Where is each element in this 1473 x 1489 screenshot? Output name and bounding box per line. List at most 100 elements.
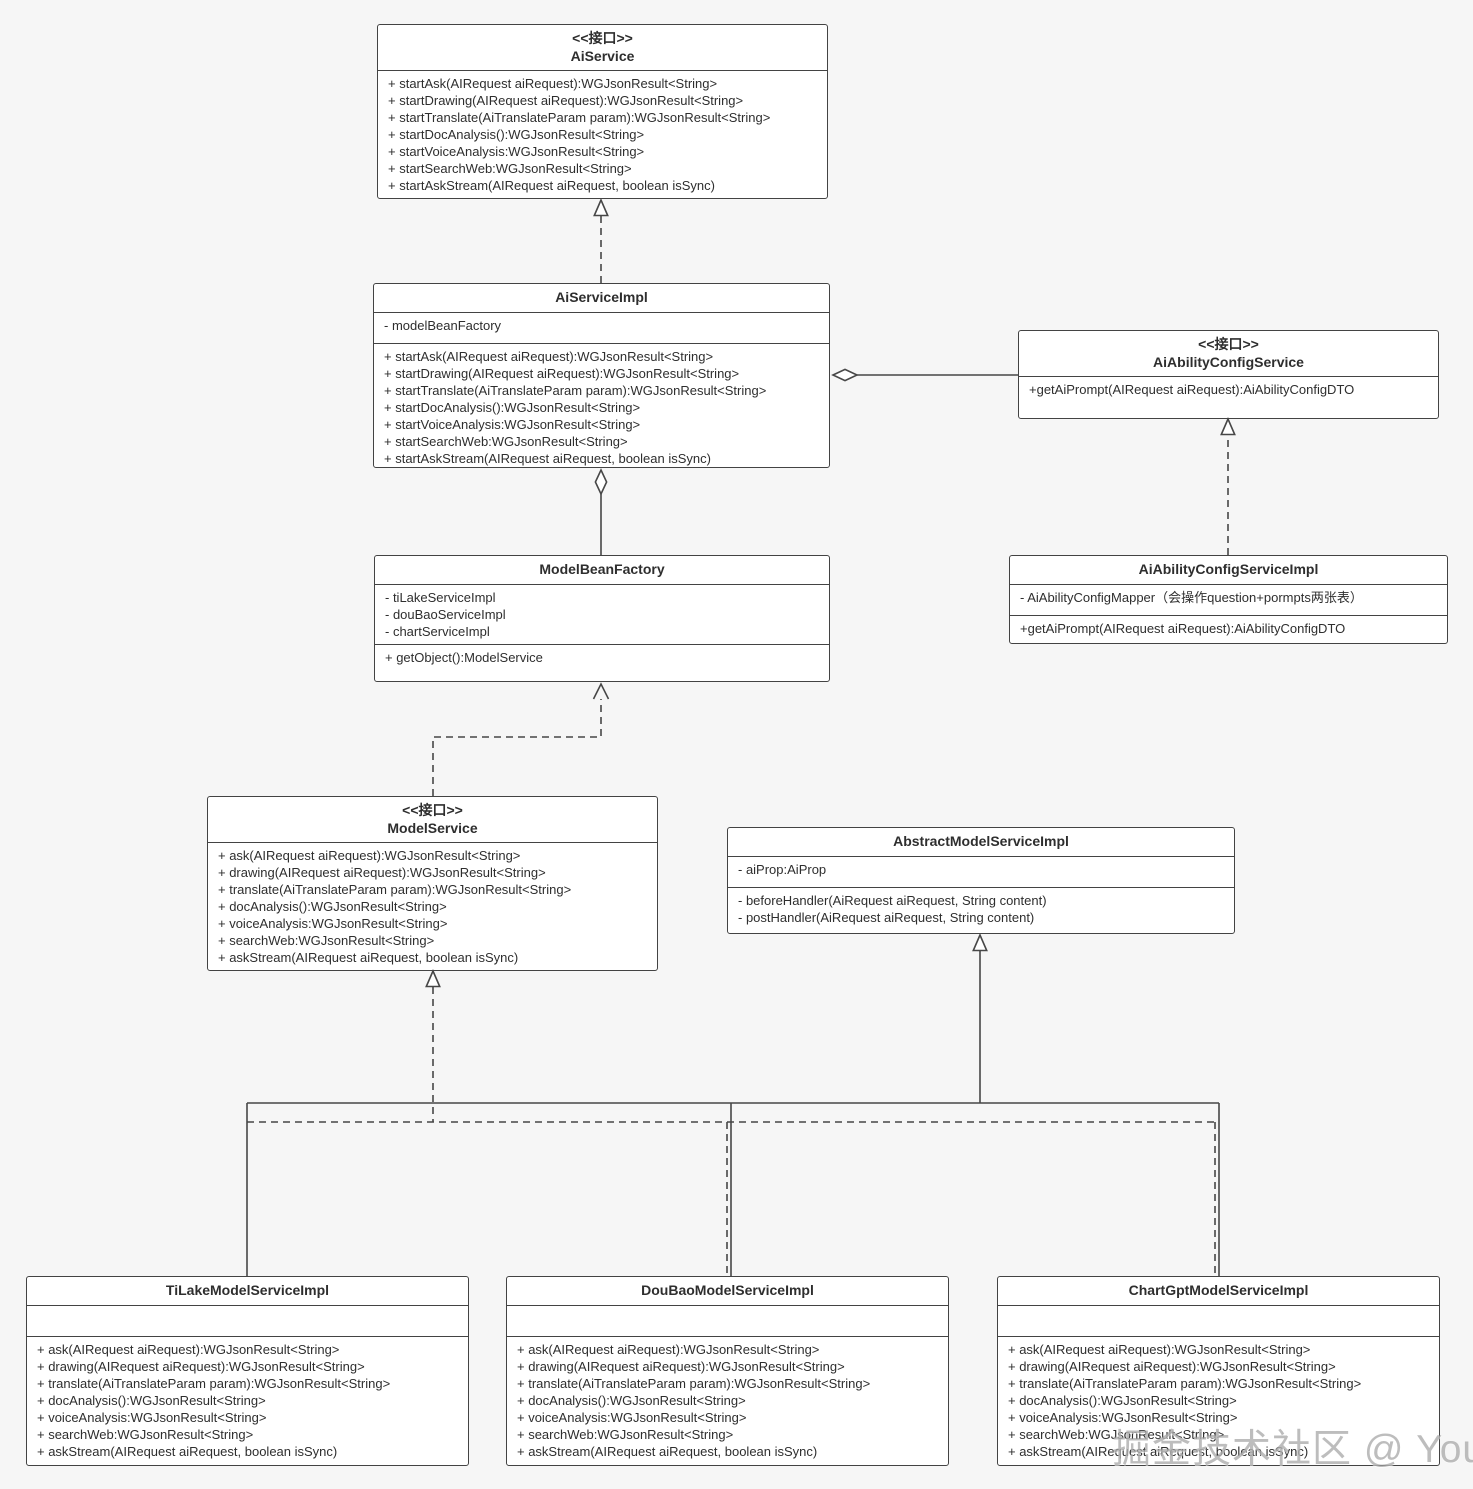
class-header: <<接口>>AiService [378,25,827,70]
method-row: + startAsk(AIRequest aiRequest):WGJsonRe… [384,348,714,364]
methods-compartment: + ask(AIRequest aiRequest):WGJsonResult<… [998,1335,1439,1466]
methods-compartment: +getAiPrompt(AIRequest aiRequest):AiAbil… [1010,614,1447,644]
method-row: + startTranslate(AiTranslateParam param)… [384,382,767,398]
method-row: + askStream(AIRequest aiRequest, boolean… [517,1443,818,1459]
method-row: +getAiPrompt(AIRequest aiRequest):AiAbil… [1029,382,1355,397]
attributes-compartment [507,1304,948,1336]
class-name: TiLakeModelServiceImpl [165,1282,330,1298]
class-box-aiservice: <<接口>>AiService + startAsk(AIRequest aiRe… [377,24,828,199]
method-row: + startAskStream(AIRequest aiRequest, bo… [388,178,715,193]
method-row: - postHandler(AiRequest aiRequest, Strin… [738,909,1035,925]
class-header: AiAbilityConfigServiceImpl [1010,556,1447,584]
method-row: + searchWeb:WGJsonResult<String> [1008,1426,1225,1442]
attribute-row: - chartServiceImpl [385,623,490,639]
attribute-row: - AiAbilityConfigMapper（会操作question+porm… [1020,589,1363,605]
attributes-compartment [27,1304,468,1336]
class-header: ChartGptModelServiceImpl [998,1277,1439,1305]
method-row: + translate(AiTranslateParam param):WGJs… [517,1375,871,1391]
method-row: + translate(AiTranslateParam param):WGJs… [218,882,572,897]
class-box-aiabilityconfigserviceimpl: AiAbilityConfigServiceImpl - AiAbilityCon… [1009,555,1448,644]
class-box-doubaomodelserviceimpl: DouBaoModelServiceImpl + ask(AIRequest ai… [506,1276,949,1466]
method-row: + drawing(AIRequest aiRequest):WGJsonRes… [218,865,546,880]
methods-compartment: + getObject():ModelService [375,643,829,682]
methods-compartment: + ask(AIRequest aiRequest):WGJsonResult<… [27,1335,468,1466]
method-row: + startSearchWeb:WGJsonResult<String> [384,433,628,449]
method-row: + drawing(AIRequest aiRequest):WGJsonRes… [37,1358,365,1374]
class-stereotype: <<接口>> [572,30,633,46]
methods-compartment: + ask(AIRequest aiRequest):WGJsonResult<… [507,1335,948,1466]
attribute-row: - modelBeanFactory [384,317,502,333]
method-row: + ask(AIRequest aiRequest):WGJsonResult<… [37,1341,340,1357]
class-header: AbstractModelServiceImpl [728,828,1234,856]
class-header: DouBaoModelServiceImpl [507,1277,948,1305]
method-row: + voiceAnalysis:WGJsonResult<String> [37,1409,267,1425]
method-row: + getObject():ModelService [385,649,543,665]
method-row: + startDrawing(AIRequest aiRequest):WGJs… [388,93,744,108]
method-row: + ask(AIRequest aiRequest):WGJsonResult<… [218,848,521,863]
method-row: + startAsk(AIRequest aiRequest):WGJsonRe… [388,76,718,91]
attribute-row: - douBaoServiceImpl [385,606,506,622]
method-row: +getAiPrompt(AIRequest aiRequest):AiAbil… [1020,620,1346,636]
method-row: + startDrawing(AIRequest aiRequest):WGJs… [384,365,740,381]
method-row: + drawing(AIRequest aiRequest):WGJsonRes… [1008,1358,1336,1374]
method-row: + translate(AiTranslateParam param):WGJs… [1008,1375,1362,1391]
method-row: + startVoiceAnalysis:WGJsonResult<String… [384,416,641,432]
method-row: + voiceAnalysis:WGJsonResult<String> [517,1409,747,1425]
methods-compartment: + startAsk(AIRequest aiRequest):WGJsonRe… [378,70,827,198]
method-row: + docAnalysis():WGJsonResult<String> [517,1392,746,1408]
method-row: + askStream(AIRequest aiRequest, boolean… [218,950,519,965]
attributes-compartment: - tiLakeServiceImpl- douBaoServiceImpl- … [375,583,829,644]
class-box-aiserviceimpl: AiServiceImpl - modelBeanFactory + startAs… [373,283,830,468]
attributes-compartment: - modelBeanFactory [374,311,829,343]
attributes-compartment [998,1304,1439,1336]
class-name: AiAbilityConfigServiceImpl [1138,561,1319,577]
class-box-aiabilityconfigservice: <<接口>>AiAbilityConfigService +getAiPrompt… [1018,330,1439,419]
class-box-abstractmodelserviceimpl: AbstractModelServiceImpl - aiProp:AiProp -… [727,827,1235,934]
method-row: + drawing(AIRequest aiRequest):WGJsonRes… [517,1358,845,1374]
methods-compartment: +getAiPrompt(AIRequest aiRequest):AiAbil… [1019,376,1438,418]
method-row: + ask(AIRequest aiRequest):WGJsonResult<… [517,1341,820,1357]
class-name: AbstractModelServiceImpl [893,833,1069,849]
class-box-modelbeanfactory: ModelBeanFactory - tiLakeServiceImpl- dou… [374,555,830,682]
methods-compartment: - beforeHandler(AiRequest aiRequest, Str… [728,886,1234,934]
class-name: DouBaoModelServiceImpl [641,1282,814,1298]
class-stereotype: <<接口>> [1198,336,1259,352]
method-row: - beforeHandler(AiRequest aiRequest, Str… [738,892,1047,908]
attribute-row: - aiProp:AiProp [738,861,827,877]
class-name: AiService [570,47,635,64]
method-row: + searchWeb:WGJsonResult<String> [218,933,435,948]
class-name: AiServiceImpl [555,289,648,305]
attributes-compartment: - AiAbilityConfigMapper（会操作question+porm… [1010,583,1447,615]
method-row: + askStream(AIRequest aiRequest, boolean… [37,1443,338,1459]
class-box-modelservice: <<接口>>ModelService + ask(AIRequest aiRequ… [207,796,658,971]
method-row: + searchWeb:WGJsonResult<String> [517,1426,734,1442]
class-name: ModelBeanFactory [539,561,665,577]
class-header: AiServiceImpl [374,284,829,312]
methods-compartment: + ask(AIRequest aiRequest):WGJsonResult<… [208,842,657,970]
method-row: + startSearchWeb:WGJsonResult<String> [388,161,632,176]
class-name: ModelService [387,819,478,836]
method-row: + searchWeb:WGJsonResult<String> [37,1426,254,1442]
class-header: <<接口>>ModelService [208,797,657,842]
method-row: + startAskStream(AIRequest aiRequest, bo… [384,450,711,466]
class-stereotype: <<接口>> [402,802,463,818]
method-row: + startVoiceAnalysis:WGJsonResult<String… [388,144,645,159]
class-name: ChartGptModelServiceImpl [1128,1282,1309,1298]
attribute-row: - tiLakeServiceImpl [385,589,496,605]
method-row: + voiceAnalysis:WGJsonResult<String> [1008,1409,1238,1425]
class-name: AiAbilityConfigService [1153,353,1304,370]
class-box-chartgptmodelserviceimpl: ChartGptModelServiceImpl + ask(AIRequest … [997,1276,1440,1466]
method-row: + startDocAnalysis():WGJsonResult<String… [388,127,645,142]
method-row: + translate(AiTranslateParam param):WGJs… [37,1375,391,1391]
method-row: + ask(AIRequest aiRequest):WGJsonResult<… [1008,1341,1311,1357]
methods-compartment: + startAsk(AIRequest aiRequest):WGJsonRe… [374,342,829,471]
method-row: + startDocAnalysis():WGJsonResult<String… [384,399,641,415]
method-row: + voiceAnalysis:WGJsonResult<String> [218,916,448,931]
method-row: + docAnalysis():WGJsonResult<String> [37,1392,266,1408]
attributes-compartment: - aiProp:AiProp [728,855,1234,887]
class-header: <<接口>>AiAbilityConfigService [1019,331,1438,376]
method-row: + askStream(AIRequest aiRequest, boolean… [1008,1443,1309,1459]
class-header: TiLakeModelServiceImpl [27,1277,468,1305]
method-row: + docAnalysis():WGJsonResult<String> [218,899,447,914]
